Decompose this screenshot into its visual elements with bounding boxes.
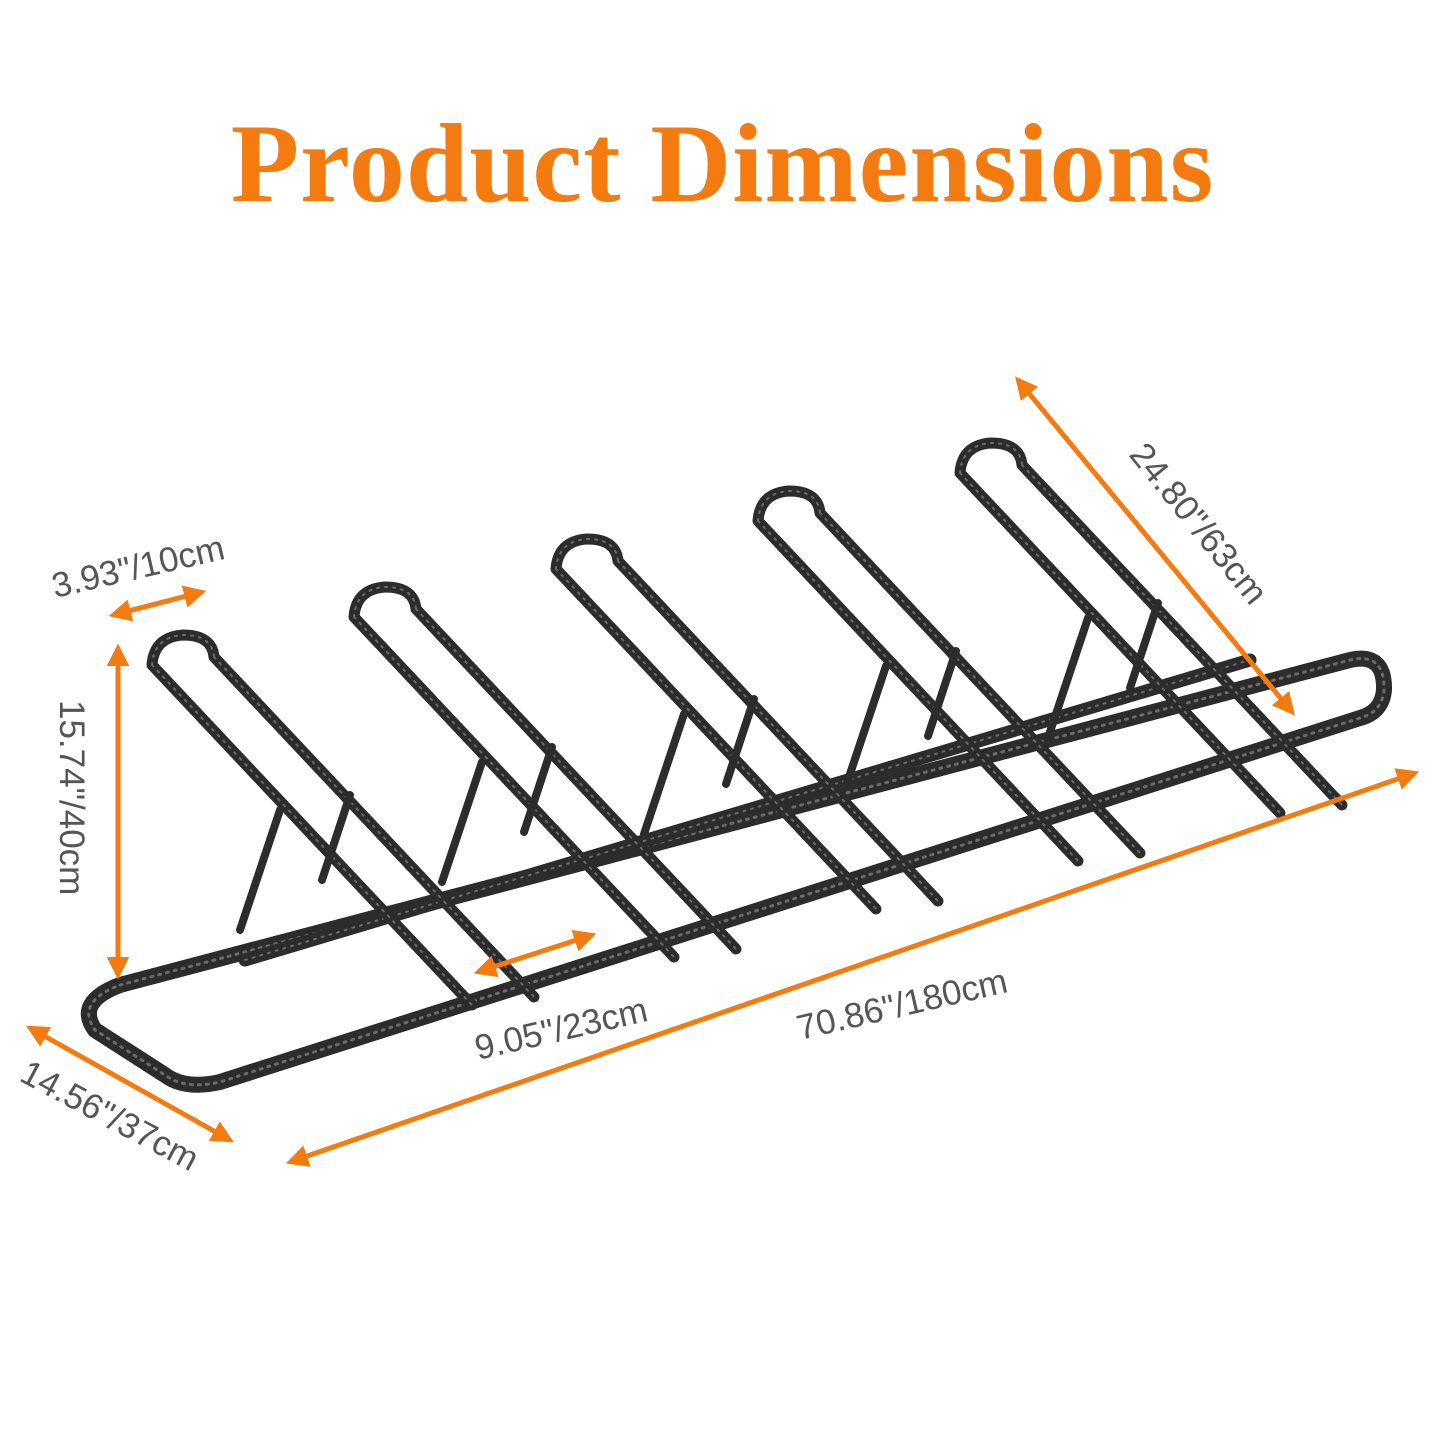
rack-slot-loop-texture bbox=[757, 490, 1141, 862]
loop-length-label: 24.80"/63cm bbox=[1122, 435, 1275, 611]
length-arrow bbox=[285, 768, 1420, 1167]
depth-arrow bbox=[26, 1025, 234, 1143]
page-title: Product Dimensions bbox=[230, 102, 1215, 226]
slot-spacing-label: 9.05"/23cm bbox=[471, 990, 651, 1068]
rack-slot-brace bbox=[842, 647, 960, 790]
loop-length-arrow bbox=[1015, 376, 1295, 716]
tube-diameter-arrow bbox=[108, 585, 207, 622]
height-label: 15.74"/40cm bbox=[52, 700, 91, 895]
rack-slot-loop-texture bbox=[555, 538, 939, 910]
dimension-arrows bbox=[26, 376, 1420, 1167]
